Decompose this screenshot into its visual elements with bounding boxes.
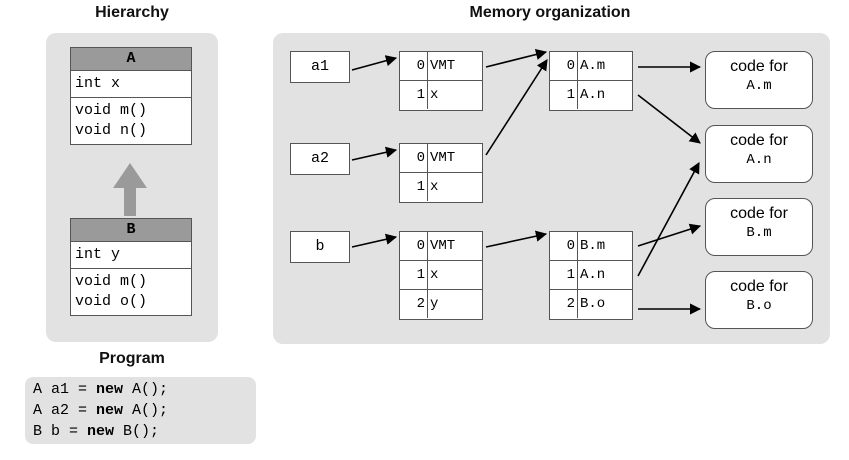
code-text: B(); xyxy=(114,423,160,440)
arrow-a2-to-object xyxy=(351,146,398,161)
code-text: A a1 = xyxy=(33,381,97,398)
row-value: VMT xyxy=(430,150,456,166)
arrow-vmt-b-n xyxy=(637,162,700,277)
row-index: 0 xyxy=(400,232,428,260)
code-box-b-o: code for B.o xyxy=(705,271,813,329)
code-box-b-m: code for B.m xyxy=(705,198,813,256)
variable-box-a1: a1 xyxy=(290,51,350,83)
class-b-method: void o() xyxy=(75,293,148,310)
row-value: A.n xyxy=(580,87,606,103)
arrow-b-to-object xyxy=(351,233,398,248)
code-keyword: new xyxy=(96,402,124,419)
code-keyword: new xyxy=(96,381,124,398)
row-index: 0 xyxy=(400,144,428,172)
code-keyword: new xyxy=(87,423,115,440)
code-box-title: code for xyxy=(730,58,788,75)
arrow-object-a1-to-vmt-a xyxy=(485,49,548,68)
code-box-name: A.n xyxy=(746,152,772,168)
code-box-name: B.o xyxy=(746,298,772,314)
code-box-a-n: code for A.n xyxy=(705,125,813,183)
memory-heading: Memory organization xyxy=(469,4,631,21)
arrow-vmt-a-n xyxy=(637,94,701,144)
variable-box-a2: a2 xyxy=(290,143,350,175)
row-value: x xyxy=(430,87,439,103)
hierarchy-heading: Hierarchy xyxy=(95,4,169,21)
code-box-title: code for xyxy=(730,132,788,149)
row-index: 2 xyxy=(400,290,428,318)
class-b-methods: void m() void o() xyxy=(71,269,191,315)
code-box-name: B.m xyxy=(746,225,772,241)
arrow-a1-to-object xyxy=(351,55,398,71)
class-a-method: void n() xyxy=(75,122,148,139)
program-line: A a1 = new A(); xyxy=(33,379,248,400)
row-value: A.n xyxy=(580,267,606,283)
inheritance-arrow-shaft xyxy=(124,187,136,216)
row-index: 1 xyxy=(550,261,578,289)
row-index: 0 xyxy=(550,52,578,80)
row-index: 1 xyxy=(550,81,578,109)
class-b-box: B int y void m() void o() xyxy=(70,218,192,316)
class-b-fields: int y xyxy=(71,242,191,269)
inheritance-arrow-icon xyxy=(113,163,147,216)
code-box-a-m: code for A.m xyxy=(705,51,813,109)
row-value: VMT xyxy=(430,238,456,254)
row-index: 0 xyxy=(550,232,578,260)
class-a-method: void m() xyxy=(75,102,148,119)
class-a-name: A xyxy=(71,48,191,71)
row-value: B.m xyxy=(580,238,606,254)
program-line: A a2 = new A(); xyxy=(33,400,248,421)
code-box-title: code for xyxy=(730,278,788,295)
row-index: 1 xyxy=(400,81,428,109)
row-index: 1 xyxy=(400,173,428,201)
row-value: B.o xyxy=(580,296,606,312)
arrow-object-a2-to-vmt-a xyxy=(485,59,548,156)
program-code-box: A a1 = new A(); A a2 = new A(); B b = ne… xyxy=(25,377,256,444)
row-value: y xyxy=(430,296,439,312)
code-text: A a2 = xyxy=(33,402,97,419)
row-value: x xyxy=(430,179,439,195)
code-text: A(); xyxy=(123,381,169,398)
class-b-name: B xyxy=(71,219,191,242)
program-heading: Program xyxy=(99,350,165,367)
row-index: 1 xyxy=(400,261,428,289)
row-value: A.m xyxy=(580,58,606,74)
row-index: 0 xyxy=(400,52,428,80)
class-a-field: int x xyxy=(75,75,121,92)
class-a-fields: int x xyxy=(71,71,191,98)
class-a-box: A int x void m() void n() xyxy=(70,47,192,145)
inheritance-arrow-head xyxy=(113,163,147,188)
row-value: x xyxy=(430,267,439,283)
arrow-object-b-to-vmt-b xyxy=(485,230,548,248)
arrow-vmt-b-m xyxy=(637,223,702,247)
code-text: B b = xyxy=(33,423,88,440)
program-line: B b = new B(); xyxy=(33,421,248,442)
class-b-method: void m() xyxy=(75,273,148,290)
row-index: 2 xyxy=(550,290,578,318)
class-a-methods: void m() void n() xyxy=(71,98,191,144)
variable-box-b: b xyxy=(290,231,350,263)
code-box-title: code for xyxy=(730,205,788,222)
code-box-name: A.m xyxy=(746,78,772,94)
class-b-field: int y xyxy=(75,246,121,263)
row-value: VMT xyxy=(430,58,456,74)
code-text: A(); xyxy=(123,402,169,419)
